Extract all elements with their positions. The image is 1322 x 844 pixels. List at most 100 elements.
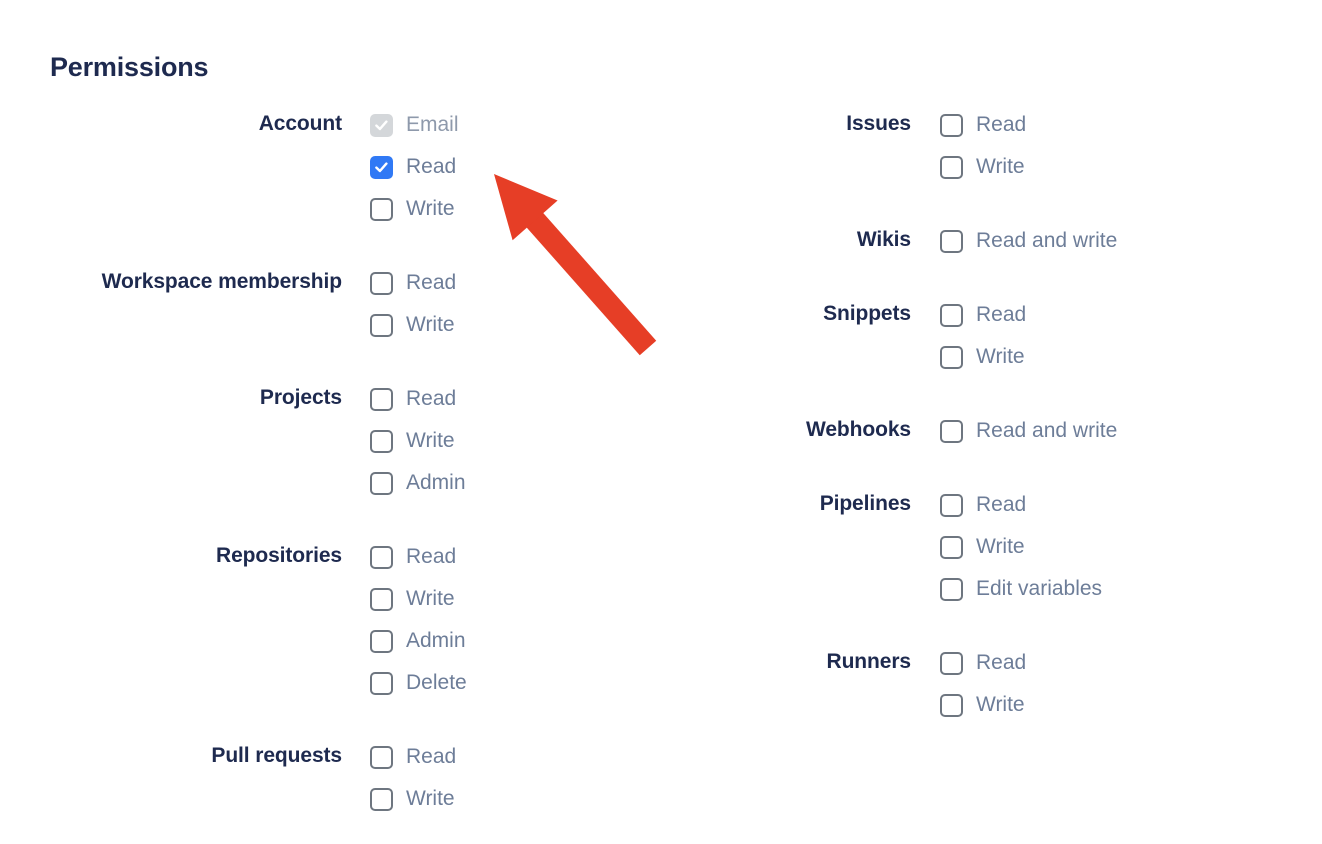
check-icon <box>375 161 388 174</box>
checkbox-label-repositories-delete: Delete <box>406 671 467 694</box>
checkbox-row-repositories-delete[interactable]: Delete <box>370 662 467 704</box>
checkbox-row-projects-admin[interactable]: Admin <box>370 462 466 504</box>
group-label-account: Account <box>258 112 342 135</box>
checkbox-account-write-icon[interactable] <box>370 197 393 221</box>
checkbox-runners-read-icon[interactable] <box>940 651 963 675</box>
checkbox-label-projects-read: Read <box>406 387 457 410</box>
group-label-projects: Projects <box>259 386 342 409</box>
checkbox-label-repositories-admin: Admin <box>406 629 466 652</box>
checkbox-label-workspace-membership-read: Read <box>406 271 457 294</box>
checkbox-row-issues-read[interactable]: Read <box>940 104 1026 146</box>
checkbox-label-account-write: Write <box>406 197 455 220</box>
checkbox-pipelines-edit-variables-icon[interactable] <box>940 577 963 601</box>
checkbox-row-runners-read[interactable]: Read <box>940 642 1026 684</box>
check-icon <box>375 119 388 132</box>
permission-group-wikis: Wikis Read and write <box>660 220 1322 262</box>
checkbox-repositories-delete-icon[interactable] <box>370 671 393 695</box>
checkbox-label-pipelines-write: Write <box>976 535 1025 558</box>
checkbox-row-repositories-read[interactable]: Read <box>370 536 467 578</box>
checkbox-issues-read-icon[interactable] <box>940 113 963 137</box>
checkbox-row-pipelines-read[interactable]: Read <box>940 484 1102 526</box>
checkbox-label-runners-read: Read <box>976 651 1027 674</box>
group-label-issues: Issues <box>846 112 911 135</box>
checkbox-row-repositories-admin[interactable]: Admin <box>370 620 467 662</box>
group-options-wikis: Read and write <box>911 220 1117 262</box>
checkbox-label-projects-write: Write <box>406 429 455 452</box>
checkbox-row-pull-requests-write[interactable]: Write <box>370 778 456 820</box>
group-label-webhooks: Webhooks <box>806 418 911 441</box>
checkbox-label-pipelines-edit-variables: Edit variables <box>976 577 1103 600</box>
checkbox-row-issues-write[interactable]: Write <box>940 146 1026 188</box>
checkbox-label-account-read: Read <box>406 155 457 178</box>
checkbox-runners-write-icon[interactable] <box>940 693 963 717</box>
checkbox-account-email-icon <box>370 113 393 137</box>
checkbox-label-wikis-read-and-write: Read and write <box>976 229 1118 252</box>
checkbox-issues-write-icon[interactable] <box>940 155 963 179</box>
checkbox-projects-read-icon[interactable] <box>370 387 393 411</box>
checkbox-repositories-write-icon[interactable] <box>370 587 393 611</box>
checkbox-label-workspace-membership-write: Write <box>406 313 455 336</box>
checkbox-row-snippets-write[interactable]: Write <box>940 336 1026 378</box>
checkbox-row-account-email: Email <box>370 104 459 146</box>
checkbox-pipelines-read-icon[interactable] <box>940 493 963 517</box>
checkbox-row-account-read[interactable]: Read <box>370 146 459 188</box>
checkbox-label-runners-write: Write <box>976 693 1025 716</box>
group-label-pull-requests: Pull requests <box>211 744 342 767</box>
checkbox-row-pipelines-write[interactable]: Write <box>940 526 1102 568</box>
checkbox-projects-write-icon[interactable] <box>370 429 393 453</box>
checkbox-webhooks-read-and-write-icon[interactable] <box>940 419 963 443</box>
checkbox-pull-requests-write-icon[interactable] <box>370 787 393 811</box>
checkbox-row-runners-write[interactable]: Write <box>940 684 1026 726</box>
checkbox-row-projects-read[interactable]: Read <box>370 378 466 420</box>
checkbox-label-repositories-read: Read <box>406 545 457 568</box>
checkbox-row-repositories-write[interactable]: Write <box>370 578 467 620</box>
checkbox-row-pull-requests-read[interactable]: Read <box>370 736 456 778</box>
checkbox-row-workspace-membership-read[interactable]: Read <box>370 262 456 304</box>
checkbox-row-wikis-read-and-write[interactable]: Read and write <box>940 220 1117 262</box>
checkbox-label-account-email: Email <box>406 113 459 136</box>
checkbox-pipelines-write-icon[interactable] <box>940 535 963 559</box>
checkbox-wikis-read-and-write-icon[interactable] <box>940 229 963 253</box>
checkbox-workspace-membership-write-icon[interactable] <box>370 313 393 337</box>
checkbox-row-webhooks-read-and-write[interactable]: Read and write <box>940 410 1117 452</box>
checkbox-label-webhooks-read-and-write: Read and write <box>976 419 1118 442</box>
group-label-repositories: Repositories <box>216 544 342 567</box>
group-label-pipelines: Pipelines <box>819 492 911 515</box>
checkbox-workspace-membership-read-icon[interactable] <box>370 271 393 295</box>
checkbox-pull-requests-read-icon[interactable] <box>370 745 393 769</box>
checkbox-projects-admin-icon[interactable] <box>370 471 393 495</box>
checkbox-snippets-write-icon[interactable] <box>940 345 963 369</box>
checkbox-row-snippets-read[interactable]: Read <box>940 294 1026 336</box>
checkbox-row-workspace-membership-write[interactable]: Write <box>370 304 456 346</box>
checkbox-label-pull-requests-write: Write <box>406 787 455 810</box>
page-title: Permissions <box>50 52 209 82</box>
checkbox-label-projects-admin: Admin <box>406 471 466 494</box>
checkbox-repositories-admin-icon[interactable] <box>370 629 393 653</box>
checkbox-row-pipelines-edit-variables[interactable]: Edit variables <box>940 568 1102 610</box>
group-label-runners: Runners <box>826 650 912 673</box>
checkbox-repositories-read-icon[interactable] <box>370 545 393 569</box>
checkbox-snippets-read-icon[interactable] <box>940 303 963 327</box>
group-label-wikis: Wikis <box>856 228 911 251</box>
group-label-workspace-membership: Workspace membership <box>101 270 342 293</box>
checkbox-account-read-icon[interactable] <box>370 155 393 179</box>
checkbox-row-account-write[interactable]: Write <box>370 188 459 230</box>
group-label-snippets: Snippets <box>823 302 911 325</box>
checkbox-label-snippets-read: Read <box>976 303 1027 326</box>
checkbox-row-projects-write[interactable]: Write <box>370 420 466 462</box>
